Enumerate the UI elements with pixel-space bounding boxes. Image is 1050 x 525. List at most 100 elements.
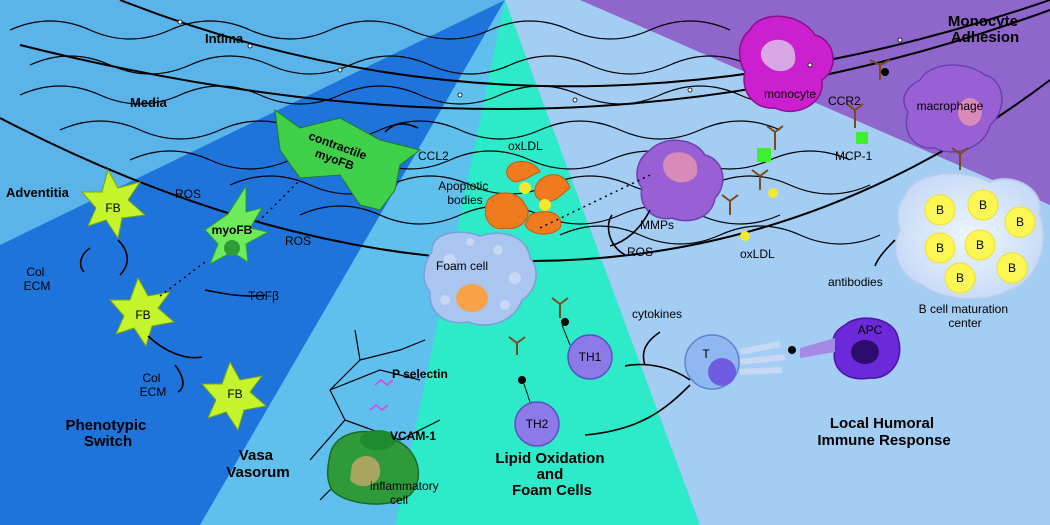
b-cell-label: B <box>936 203 944 217</box>
col-ecm-label-2: Col ECM <box>140 371 167 399</box>
ros-label-2: ROS <box>285 234 311 248</box>
b-cell-label: B <box>1016 215 1024 229</box>
inflammatory-cell-label: inflammatory cell <box>370 479 442 507</box>
myofibroblast <box>204 184 270 266</box>
th1-cell <box>567 334 613 380</box>
ecm-label: ECM <box>140 385 167 399</box>
b-cell-label: B <box>1008 261 1016 275</box>
macrophage-label: macrophage <box>917 99 984 113</box>
col-ecm-label-1: Col ECM <box>24 265 51 293</box>
fb-label-2: FB <box>135 308 150 322</box>
cytokines-label: cytokines <box>632 307 682 321</box>
transition-macrophage-to-foam <box>539 174 651 229</box>
b-cell-label: B <box>979 198 987 212</box>
monocyte-adhesion-line-2: Adhesion <box>951 29 1019 46</box>
foam-cell-nucleus <box>456 284 488 312</box>
ccl2-label: CCL2 <box>418 149 449 163</box>
b-cells <box>924 189 1036 294</box>
phenotypic-switch-line-1: Phenotypic <box>65 417 146 434</box>
local-humoral-label: Local Humoral Immune Response <box>817 415 950 449</box>
th1-label: TH1 <box>579 350 602 364</box>
th2-link <box>523 383 531 403</box>
vasa-vasorum-line-1: Vasa <box>239 447 274 464</box>
monocyte-nucleus <box>760 39 796 72</box>
fibroblast-3 <box>200 360 268 432</box>
inflammatory-cell-line-1: inflammatory <box>370 479 439 493</box>
inflammatory-cell-nucleus <box>350 455 381 487</box>
oxldl-dot-2 <box>740 231 750 241</box>
b-cell-label: B <box>936 241 944 255</box>
mcp1-square-2 <box>856 132 868 144</box>
vasa-vasorum-vessels <box>309 329 441 501</box>
t-cell-nucleus <box>708 358 736 386</box>
fibroblast-1 <box>80 168 147 240</box>
apoptotic-bodies-label: Apoptotic bodies <box>438 179 491 207</box>
oxldl-dot-1 <box>768 188 778 198</box>
apoptotic-line-2: bodies <box>447 193 482 207</box>
phenotypic-switch-line-2: Switch <box>84 433 132 450</box>
antibodies-label: antibodies <box>828 275 883 289</box>
b-cell-center-line-2: center <box>948 316 981 330</box>
apoptotic-bodies <box>484 161 571 235</box>
ecm-label: ECM <box>24 279 51 293</box>
vasa-vasorum-label: Vasa Vasorum <box>226 447 289 481</box>
intima-boundary-bottom <box>19 9 1050 110</box>
col-label: Col <box>26 265 44 279</box>
lipid-oxidation-line-1: Lipid Oxidation <box>495 450 604 467</box>
transition-myofb-to-contractile <box>257 179 301 223</box>
oxldl-label-2: oxLDL <box>740 247 775 261</box>
apc-label: APC <box>858 323 883 337</box>
contractile-myofibroblast <box>274 108 422 211</box>
fb-label-3: FB <box>227 387 242 401</box>
ros-label-3: ROS <box>627 245 653 259</box>
th1-link <box>561 324 571 346</box>
b-cell-center-line-1: B cell maturation <box>919 302 1008 316</box>
receptors <box>508 59 969 355</box>
phenotypic-switch-label: Phenotypic Switch <box>65 417 150 450</box>
monocyte-adhesion-label: Monocyte Adhesion <box>948 13 1022 46</box>
col-label: Col <box>142 371 160 385</box>
tcr-mhc-bridge <box>739 341 786 375</box>
intima-boundary-top <box>119 0 1050 88</box>
b-cell-label: B <box>956 271 964 285</box>
th2-label: TH2 <box>526 417 549 431</box>
intima-label: Intima <box>205 31 244 46</box>
tgfb-label: TGFβ <box>248 289 279 303</box>
wedge-monocyte-adhesion <box>580 0 1050 205</box>
foam-cell-vacuoles <box>440 238 521 310</box>
oxldl-label-1: oxLDL <box>508 139 543 153</box>
vasa-vasorum-line-2: Vasorum <box>226 464 289 481</box>
adhered-macrophage <box>903 64 1003 153</box>
b-cell-label: B <box>976 238 984 252</box>
apc-arm <box>800 338 835 358</box>
oxldl-particles <box>519 182 551 211</box>
wedge-lipid-oxidation <box>395 0 700 525</box>
lipid-oxidation-line-2: and <box>537 466 564 483</box>
myofibroblast-nucleus <box>224 240 240 256</box>
adventitia-label: Adventitia <box>6 185 70 200</box>
mcp1-label: MCP-1 <box>835 149 873 163</box>
mcp1-square-1 <box>757 148 771 162</box>
vcam1-label: VCAM-1 <box>390 429 436 443</box>
t-cell-label: T <box>702 347 710 361</box>
inflammatory-cell-protrusion <box>360 430 396 450</box>
media-fibers <box>9 20 881 245</box>
monocyte-adhesion-line-1: Monocyte <box>948 13 1018 30</box>
myofb-label: myoFB <box>212 223 253 237</box>
fb-label-1: FB <box>105 201 120 215</box>
apoptotic-line-1: Apoptotic <box>438 179 488 193</box>
endothelial-nuclei <box>177 19 903 103</box>
local-humoral-line-1: Local Humoral <box>830 415 934 432</box>
mmps-label: MMPs <box>640 218 674 232</box>
intimal-macrophage-nucleus <box>663 152 698 183</box>
wedge-vasa-vasorum <box>200 0 505 525</box>
th2-cell <box>514 401 560 447</box>
ccr2-label: CCR2 <box>828 94 861 108</box>
local-humoral-line-2: Immune Response <box>817 432 950 449</box>
wedge-phenotypic-switch <box>0 0 505 525</box>
b-cell-labels: B B B B B B B <box>936 198 1024 285</box>
media-label: Media <box>130 95 168 110</box>
arrows <box>79 123 896 436</box>
